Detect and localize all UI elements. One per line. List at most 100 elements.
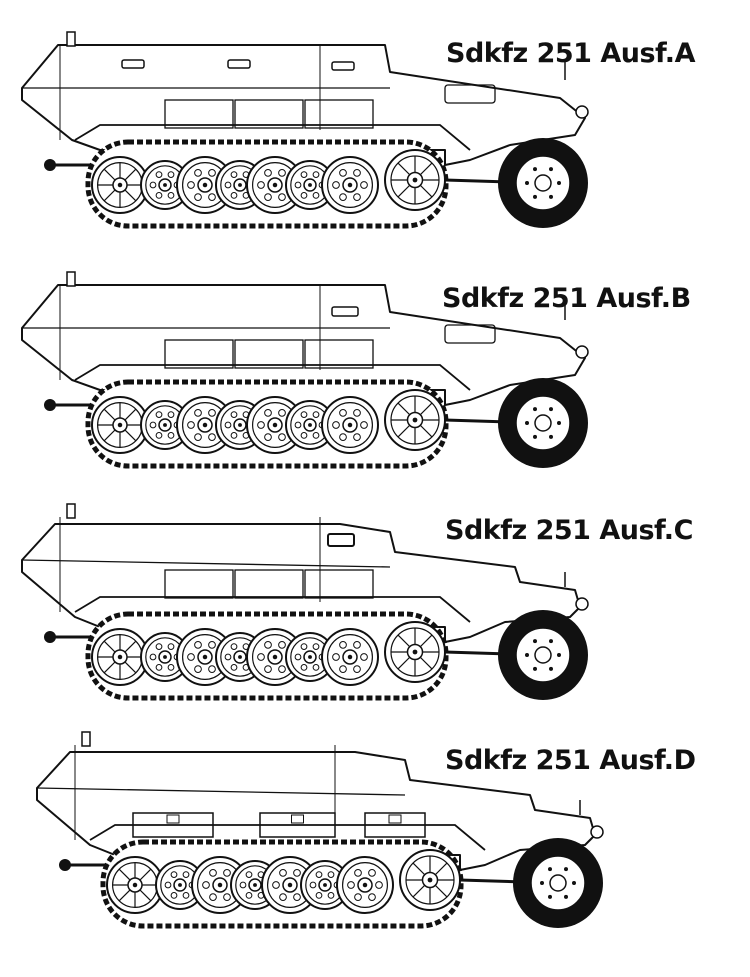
lug-nut: [549, 407, 553, 412]
vision-port: [121, 59, 145, 69]
road-wheel-hole: [312, 411, 320, 418]
road-wheel-hole: [208, 193, 216, 201]
road-wheel-hole: [167, 643, 175, 650]
road-wheel-hole: [332, 181, 340, 189]
headlight: [575, 597, 589, 611]
road-wheel-hole: [223, 869, 231, 877]
vehicle-ausf-a: [21, 31, 589, 229]
road-wheel-center: [163, 655, 167, 659]
road-wheel-hole: [300, 664, 308, 671]
road-wheel-hole: [264, 193, 272, 201]
road-wheel-hole: [245, 871, 253, 878]
road-wheel-hole: [294, 421, 302, 429]
fender: [89, 824, 486, 851]
road-wheel-hole: [257, 181, 265, 189]
road-wheel-hole: [315, 892, 323, 899]
road-wheel-hole: [194, 169, 202, 177]
lug-nut: [549, 167, 553, 172]
hull-crease: [36, 787, 406, 796]
road-wheel-hole: [264, 409, 272, 417]
stowage-box: [234, 99, 304, 129]
road-wheel-hole: [194, 641, 202, 649]
road-wheel-center: [238, 183, 242, 187]
road-wheel-hole: [360, 653, 368, 661]
road-wheel-hole: [182, 892, 190, 899]
vehicle-ausf-b: [21, 271, 589, 469]
road-wheel-center: [202, 422, 208, 428]
windscreen-cover: [444, 84, 496, 104]
road-wheel-hole: [300, 432, 308, 439]
road-wheel-hole: [149, 653, 157, 661]
front-hub: [534, 174, 552, 192]
road-wheel-hole: [155, 171, 163, 178]
road-wheel-hole: [224, 653, 232, 661]
road-wheel-hole: [300, 411, 308, 418]
road-wheel-hole: [327, 871, 335, 878]
road-wheel-center: [202, 654, 208, 660]
road-wheel-hole: [155, 643, 163, 650]
stowage-box: [234, 339, 304, 369]
road-wheel-hole: [187, 181, 195, 189]
lug-nut: [564, 894, 568, 899]
road-wheel-hole: [167, 664, 175, 671]
road-wheel-hole: [209, 869, 217, 877]
road-wheel-hole: [164, 881, 172, 889]
road-wheel-hole: [278, 409, 286, 417]
road-wheel-hole: [155, 664, 163, 671]
idler-wheel-center: [412, 417, 418, 423]
road-wheel-hole: [315, 871, 323, 878]
road-wheel-hole: [294, 653, 302, 661]
lug-nut: [549, 639, 553, 644]
road-wheel-hole: [272, 881, 280, 889]
bin-latch: [388, 814, 402, 824]
road-wheel-center: [202, 182, 208, 188]
road-wheel-hole: [339, 409, 347, 417]
road-wheel-hole: [353, 193, 361, 201]
road-wheel-hole: [300, 171, 308, 178]
stowage-box: [164, 339, 234, 369]
label-ausf-c: Sdkfz 251 Ausf.C: [445, 515, 693, 546]
road-wheel-hole: [278, 433, 286, 441]
road-wheel-hole: [360, 181, 368, 189]
front-hub: [534, 414, 552, 432]
road-wheel-hole: [224, 421, 232, 429]
road-wheel-hole: [208, 641, 216, 649]
road-wheel-center: [117, 654, 123, 660]
road-wheel-hole: [353, 433, 361, 441]
road-wheel-hole: [353, 641, 361, 649]
road-wheel-hole: [208, 409, 216, 417]
road-wheel-hole: [312, 192, 320, 199]
road-wheel-center: [163, 423, 167, 427]
road-wheel-center: [347, 422, 353, 428]
lug-nut: [533, 434, 537, 439]
road-wheel-center: [253, 883, 257, 887]
idler-wheel-center: [412, 649, 418, 655]
vision-port: [227, 59, 251, 69]
road-wheel-hole: [223, 893, 231, 901]
road-wheel-hole: [312, 432, 320, 439]
road-wheel-hole: [354, 869, 362, 877]
road-wheel-hole: [257, 421, 265, 429]
road-wheel-hole: [194, 409, 202, 417]
road-wheel-center: [287, 882, 293, 888]
road-wheel-hole: [230, 664, 238, 671]
road-wheel-hole: [149, 421, 157, 429]
lug-nut: [525, 653, 529, 657]
windscreen-cover: [444, 324, 496, 344]
lug-nut: [564, 867, 568, 872]
road-wheel-hole: [224, 181, 232, 189]
lug-nut: [557, 421, 561, 425]
road-wheel-hole: [354, 893, 362, 901]
road-wheel-hole: [278, 665, 286, 673]
hull: [36, 751, 596, 871]
road-wheel-hole: [279, 869, 287, 877]
road-wheel-center: [272, 654, 278, 660]
lug-nut: [540, 881, 544, 885]
road-wheel-center: [238, 655, 242, 659]
road-wheel-rim: [327, 634, 374, 681]
road-wheel-hole: [245, 892, 253, 899]
road-wheel-hole: [230, 192, 238, 199]
stowage-bin: [259, 812, 336, 838]
road-wheel-center: [272, 422, 278, 428]
bin-latch: [166, 814, 180, 824]
